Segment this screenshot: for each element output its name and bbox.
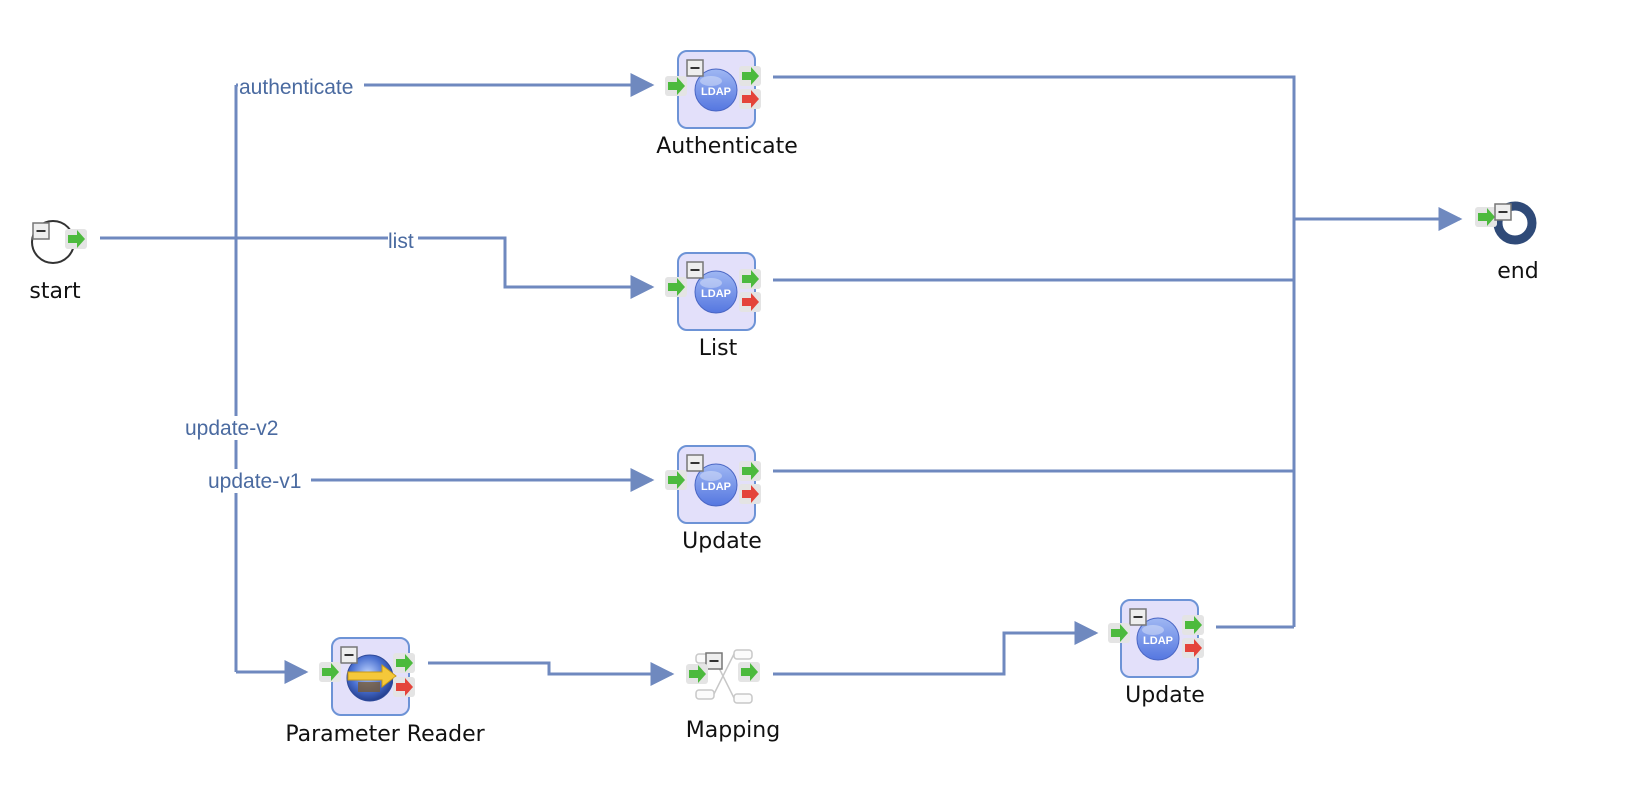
parameter-reader-activity[interactable]: Parameter Reader: [285, 637, 486, 747]
edge-param-to-mapping[interactable]: [428, 661, 675, 686]
list-label: List: [699, 336, 738, 361]
error-output-icon[interactable]: [739, 89, 761, 109]
edge-label-update-v2: update-v2: [185, 417, 278, 440]
error-output-icon[interactable]: [393, 677, 415, 697]
input-arrow-icon[interactable]: [1475, 207, 1497, 227]
success-output-icon[interactable]: [739, 461, 761, 481]
collapse-icon[interactable]: [340, 646, 358, 664]
edges: [100, 73, 1463, 686]
update-v2-label: Update: [1125, 683, 1205, 708]
parameter-reader-icon: [346, 654, 397, 702]
error-output-icon[interactable]: [739, 292, 761, 312]
parameter-reader-label: Parameter Reader: [285, 722, 485, 747]
edge-authenticate-to-end[interactable]: [773, 75, 1296, 627]
success-output-icon[interactable]: [739, 66, 761, 86]
output-arrow-icon[interactable]: [738, 662, 760, 682]
authenticate-label: Authenticate: [656, 134, 798, 159]
edge-labels: authenticate list update-v2 update-v1: [184, 74, 418, 493]
input-arrow-icon[interactable]: [665, 277, 687, 297]
collapse-icon[interactable]: [686, 59, 704, 77]
input-arrow-icon[interactable]: [665, 470, 687, 490]
collapse-icon[interactable]: [686, 454, 704, 472]
authenticate-activity[interactable]: Authenticate: [656, 50, 798, 159]
success-output-icon[interactable]: [1182, 615, 1204, 635]
input-arrow-icon[interactable]: [665, 76, 687, 96]
error-output-icon[interactable]: [739, 484, 761, 504]
edge-label-update-v1: update-v1: [208, 470, 301, 493]
collapse-icon[interactable]: [1129, 608, 1147, 626]
edge-label-list: list: [388, 230, 414, 253]
update-v2-activity[interactable]: Update: [1108, 599, 1205, 708]
edge-mapping-to-update[interactable]: [773, 621, 1099, 676]
end-node[interactable]: end: [1475, 201, 1539, 284]
list-activity[interactable]: List: [665, 252, 761, 361]
success-output-icon[interactable]: [393, 653, 415, 673]
start-node[interactable]: start: [29, 220, 87, 304]
edge-list[interactable]: [236, 236, 655, 299]
input-arrow-icon[interactable]: [686, 664, 708, 684]
mapping-activity[interactable]: Mapping: [686, 649, 780, 743]
start-label: start: [29, 279, 81, 304]
success-output-icon[interactable]: [739, 269, 761, 289]
edge-label-authenticate: authenticate: [239, 76, 353, 99]
collapse-icon[interactable]: [705, 652, 723, 670]
collapse-icon[interactable]: [1494, 203, 1512, 221]
update-v1-activity[interactable]: Update: [665, 445, 762, 554]
collapse-icon[interactable]: [686, 261, 704, 279]
input-arrow-icon[interactable]: [319, 662, 341, 682]
update-v1-label: Update: [682, 529, 762, 554]
end-label: end: [1497, 259, 1538, 284]
input-arrow-icon[interactable]: [1108, 623, 1130, 643]
collapse-icon[interactable]: [32, 222, 50, 240]
output-arrow-icon[interactable]: [65, 229, 87, 249]
error-output-icon[interactable]: [1182, 638, 1204, 658]
mapping-label: Mapping: [686, 718, 780, 743]
